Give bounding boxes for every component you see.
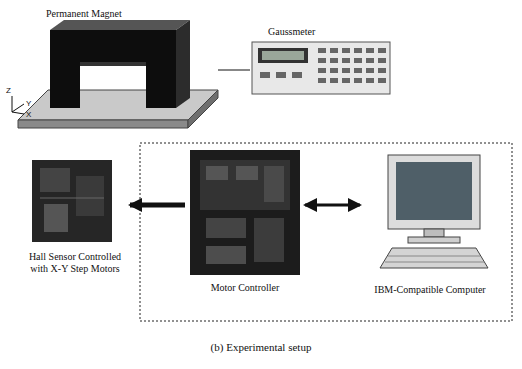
node-label: Permanent Magnet xyxy=(46,8,215,20)
node-label: Hall Sensor Controlled with X-Y Step Mot… xyxy=(23,251,127,275)
axis-label: Y xyxy=(26,99,31,108)
node-label: Gaussmeter xyxy=(268,26,389,38)
node-label: Motor Controller xyxy=(188,282,302,294)
axis-label: X xyxy=(26,110,31,119)
picture-node: IBM-Compatible Computer xyxy=(360,150,500,296)
signal-arrow xyxy=(130,203,185,208)
axis-label: Z xyxy=(6,86,11,95)
node-label: IBM-Compatible Computer xyxy=(363,284,497,296)
signal-arrow xyxy=(305,204,360,207)
probe-wire xyxy=(218,70,250,71)
picture-node: Permanent Magnet xyxy=(18,8,218,148)
picture-node: Gaussmeter xyxy=(250,26,392,98)
picture-node: Motor Controller xyxy=(185,148,305,294)
picture-node: Hall Sensor Controlled with X-Y Step Mot… xyxy=(20,155,130,275)
figure-caption: (b) Experimental setup xyxy=(0,341,522,354)
